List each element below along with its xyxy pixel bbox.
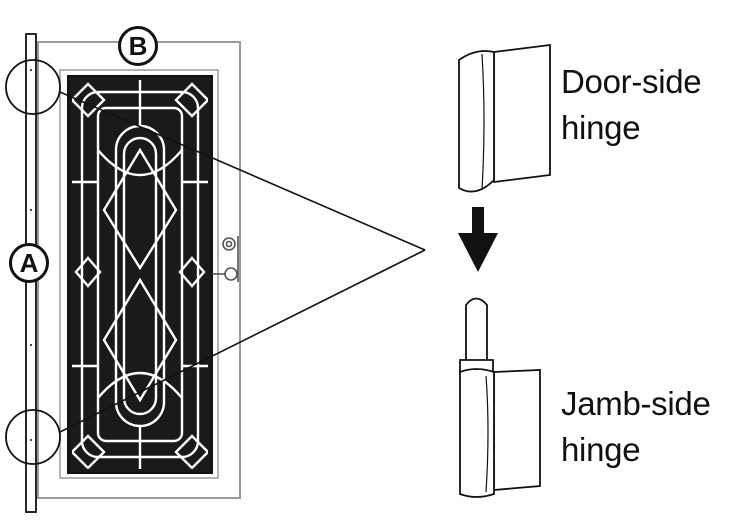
magnify-circle-bottom-icon xyxy=(5,409,61,465)
down-arrow-icon xyxy=(458,207,498,272)
door-illustration xyxy=(25,33,241,513)
door-side-hinge-icon xyxy=(458,43,551,193)
door-side-label-line1: Door-side xyxy=(561,63,702,100)
magnify-circle-top-icon xyxy=(5,59,61,115)
callout-badge-b: B xyxy=(118,26,158,66)
jamb-side-label-line2: hinge xyxy=(561,431,641,468)
callout-line-top xyxy=(59,91,426,251)
decorative-grille xyxy=(72,80,208,469)
callout-badge-a: A xyxy=(9,243,49,283)
jamb-side-hinge-icon xyxy=(459,297,541,498)
door-side-label-line2: hinge xyxy=(561,109,641,146)
callout-line-bottom xyxy=(59,249,426,433)
jamb-side-label-line1: Jamb-side xyxy=(561,385,711,422)
door-handle-icon xyxy=(212,236,239,282)
